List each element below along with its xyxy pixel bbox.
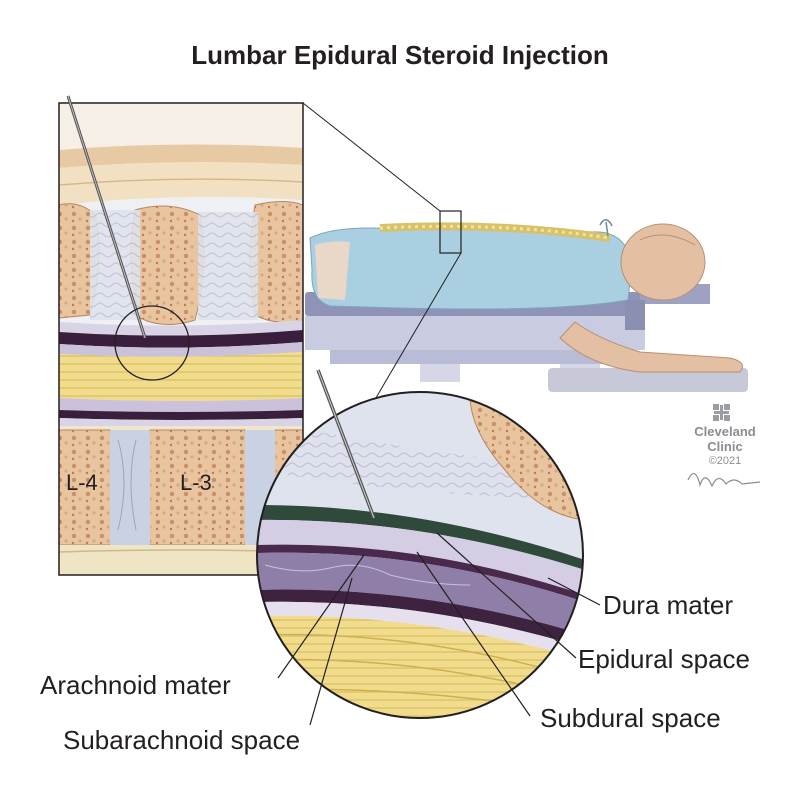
label-dura-mater: Dura mater (603, 590, 734, 620)
brand-name-line2: Clinic (707, 439, 743, 454)
cleveland-clinic-credit: Cleveland Clinic ©2021 (680, 400, 770, 468)
injection-site-box (439, 210, 462, 254)
spine-inset-frame (58, 102, 304, 576)
target-circle (114, 305, 190, 381)
patient-scene (305, 219, 748, 392)
leader-lines (277, 532, 601, 726)
copyright: ©2021 (708, 455, 742, 467)
cleveland-clinic-cross-icon (713, 404, 730, 421)
spine-inset (59, 103, 303, 575)
label-subarachnoid-space: Subarachnoid space (63, 725, 301, 755)
label-epidural-space: Epidural space (578, 644, 750, 674)
connector-line (302, 102, 441, 212)
brand-name-line1: Cleveland (694, 424, 756, 439)
page-title: Lumbar Epidural Steroid Injection (191, 40, 609, 70)
label-subdural-space: Subdural space (540, 703, 721, 733)
vertebra-label-l3: L-3 (180, 470, 212, 495)
magnified-view-frame (256, 391, 584, 719)
connector-line (369, 252, 462, 409)
vertebra-label-l4: L-4 (66, 470, 98, 495)
label-arachnoid-mater: Arachnoid mater (40, 670, 231, 700)
magnified-view (257, 392, 583, 718)
artist-signature-icon (687, 473, 761, 488)
